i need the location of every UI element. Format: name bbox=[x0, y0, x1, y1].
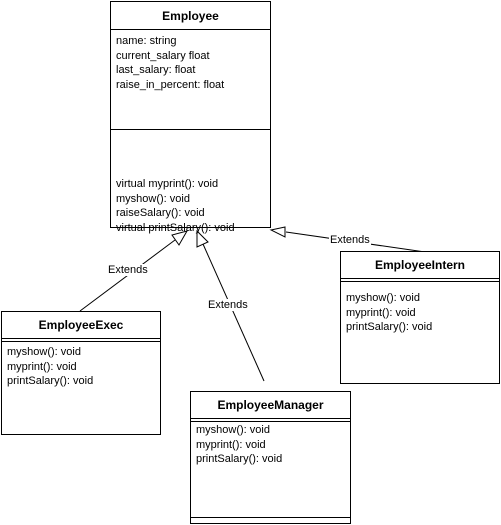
class-employee-operations: virtual myprint(): void myshow(): void r… bbox=[111, 177, 270, 235]
class-employee-intern[interactable]: EmployeeIntern myshow(): void myprint():… bbox=[340, 251, 500, 384]
class-employee-manager-title: EmployeeManager bbox=[191, 392, 350, 419]
class-employee-exec[interactable]: EmployeeExec myshow(): void myprint(): v… bbox=[1, 311, 161, 435]
class-employee-intern-operations: myshow(): void myprint(): void printSala… bbox=[341, 291, 499, 335]
operation-item: printSalary(): void bbox=[196, 453, 283, 465]
operation-item: virtual myprint(): void bbox=[116, 178, 219, 190]
operation-item: raiseSalary(): void bbox=[116, 207, 205, 219]
operation-item: myshow(): void bbox=[7, 346, 81, 358]
edge-manager-line bbox=[202, 243, 265, 382]
operation-item: myshow(): void bbox=[116, 192, 190, 205]
class-employee-manager-separator bbox=[191, 421, 350, 422]
class-employee-manager-bottom-separator bbox=[191, 517, 350, 518]
edge-intern-arrowhead bbox=[269, 226, 286, 238]
attribute-item: last_salary: float bbox=[116, 64, 196, 76]
class-employee-separator bbox=[111, 129, 270, 130]
operation-item: myshow(): void bbox=[346, 292, 420, 304]
operation-item: virtual printSalary(): void bbox=[116, 221, 235, 234]
class-employee-manager-operations: myshow(): void myprint(): void printSala… bbox=[191, 423, 350, 467]
edge-manager-label: Extends bbox=[207, 299, 249, 311]
edge-manager-arrowhead bbox=[196, 229, 209, 248]
operation-item: printSalary(): void bbox=[346, 321, 433, 333]
class-employee-intern-title: EmployeeIntern bbox=[341, 252, 499, 279]
operation-item: myprint(): void bbox=[346, 306, 416, 319]
attribute-item: name: string bbox=[116, 35, 177, 47]
edge-exec-label: Extends bbox=[107, 264, 149, 276]
class-employee-manager[interactable]: EmployeeManager myshow(): void myprint()… bbox=[190, 391, 351, 524]
attribute-item: current_salary float bbox=[116, 49, 210, 62]
class-employee-exec-operations: myshow(): void myprint(): void printSala… bbox=[2, 345, 160, 389]
class-employee-title: Employee bbox=[111, 2, 270, 30]
edge-exec-arrowhead bbox=[171, 230, 189, 246]
class-employee-intern-separator bbox=[341, 281, 499, 282]
class-employee-exec-title: EmployeeExec bbox=[2, 312, 160, 339]
class-employee[interactable]: Employee name: string current_salary flo… bbox=[110, 1, 271, 234]
operation-item: printSalary(): void bbox=[7, 375, 94, 387]
operation-item: myprint(): void bbox=[7, 360, 77, 373]
class-employee-exec-separator bbox=[2, 341, 160, 342]
operation-item: myprint(): void bbox=[196, 438, 266, 451]
edge-intern-label: Extends bbox=[329, 234, 371, 246]
attribute-item: raise_in_percent: float bbox=[116, 78, 225, 91]
class-employee-attributes: name: string current_salary float last_s… bbox=[111, 34, 270, 92]
operation-item: myshow(): void bbox=[196, 424, 270, 436]
